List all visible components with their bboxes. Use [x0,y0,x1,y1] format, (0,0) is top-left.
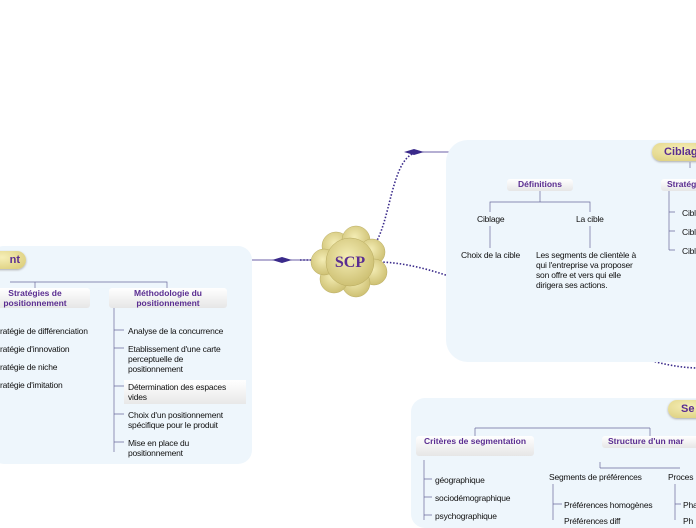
methodo-item-2: Etablissement d'une carte perceptuelle d… [128,344,221,374]
methodo-item-3: Détermination des espaces vides [124,380,246,404]
ciblage-strategy-item-3: Cibl [682,246,696,256]
methodo-item-4: Choix d'un positionnement spécifique pou… [128,410,223,430]
connector-to-ciblage [371,151,421,249]
preference-item-1: Préférences homogènes [564,500,653,510]
processus-label: Proces [668,472,694,482]
critere-item-2: sociodémographique [435,493,511,503]
methodo-item-5: Mise en place du positionnement [128,438,190,458]
structure-marche-header[interactable]: Structure d'un mar [602,436,696,448]
processus-item-2: Ph [683,516,693,526]
ciblage-node[interactable]: Ciblage [652,143,696,161]
ciblage-strategy-item-2: Cibla [682,227,696,237]
segmentation-node[interactable]: Se [668,400,696,418]
strategies-ciblage-header[interactable]: Stratég [661,179,696,191]
preference-item-2: Préférences diff [564,516,621,526]
pos-strategy-item-3: ratégie de niche [0,362,58,372]
strategies-positionnement-header[interactable]: Stratégies de positionnement [0,288,90,308]
arrow-ciblage-icon [404,149,424,155]
definitions-header[interactable]: Définitions [507,179,573,191]
central-node-label[interactable]: SCP [334,254,366,271]
pos-strategy-item-2: ratégie d'innovation [0,344,70,354]
segmentation-panel [411,398,696,528]
positionnement-node[interactable]: nt [0,251,26,269]
processus-item-1: Pha [683,500,696,510]
def-choix-cible: Choix de la cible [461,250,520,260]
segments-preferences: Segments de préférences [549,472,642,482]
ciblage-strategy-item-1: Cibla [682,208,696,218]
def-segments-text: Les segments de clientèle à qui l'entrep… [536,250,636,290]
arrow-positionnement-icon [272,257,292,263]
critere-item-1: géographique [435,475,485,485]
ciblage-panel [446,140,696,362]
criteres-header[interactable]: Critères de segmentation [416,436,534,456]
methodologie-header[interactable]: Méthodologie du positionnement [109,288,227,308]
pos-strategy-item-1: ratégie de différenciation [0,326,88,336]
critere-item-3: psychographique [435,511,497,521]
methodo-item-1: Analyse de la concurrence [128,326,224,336]
def-la-cible: La cible [576,214,604,224]
def-ciblage: Ciblage [477,214,505,224]
pos-strategy-item-4: ratégie d'imitation [0,380,63,390]
